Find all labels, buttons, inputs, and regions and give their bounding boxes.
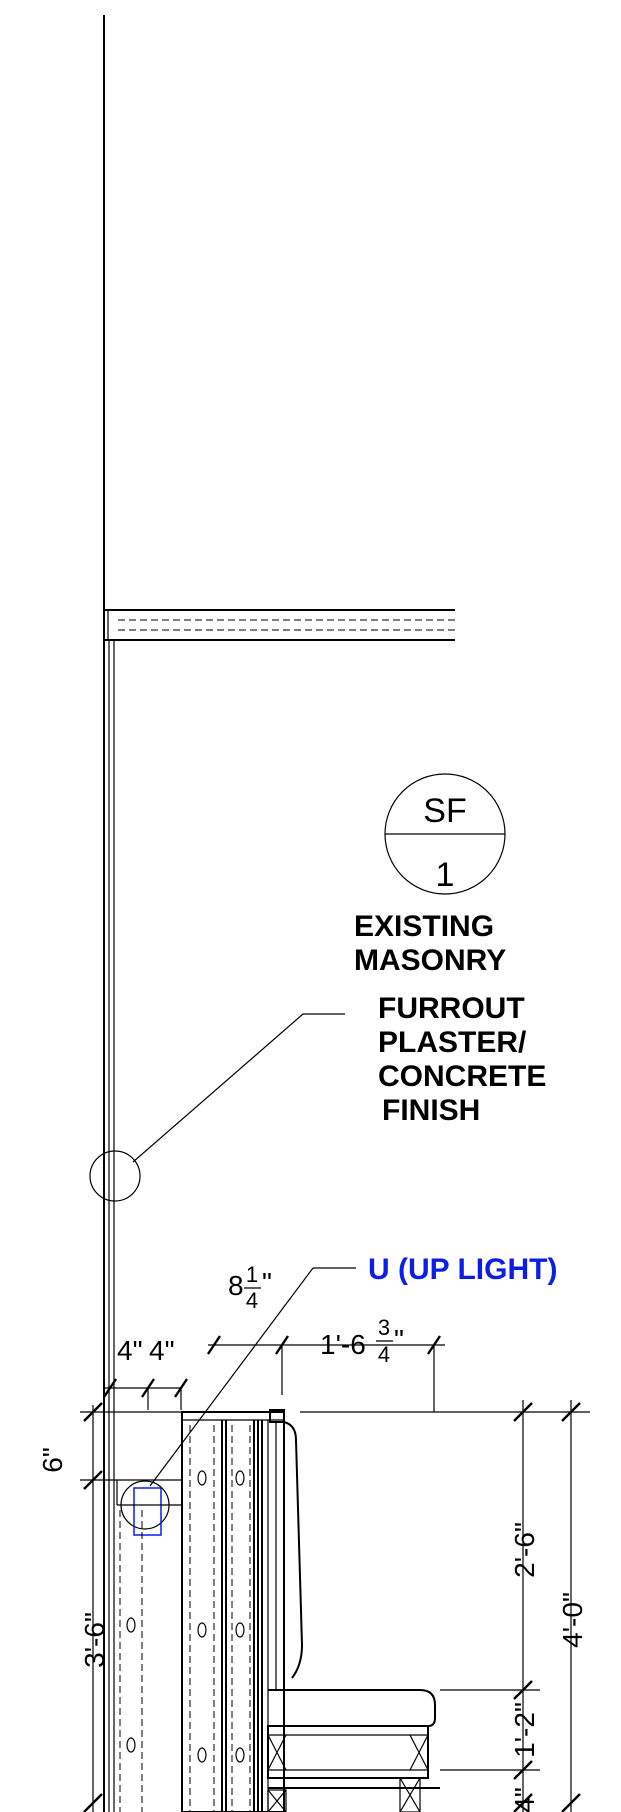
dim-depth-whole: 8 bbox=[228, 1270, 244, 1301]
floor-slab bbox=[104, 609, 455, 641]
detail-circle bbox=[89, 1150, 141, 1202]
seat bbox=[267, 1689, 440, 1812]
uplight-fixture bbox=[133, 1487, 162, 1536]
note-line: CONCRETE bbox=[378, 1060, 546, 1093]
dim-right-40: 4'-0" bbox=[557, 1592, 588, 1648]
wall bbox=[103, 15, 115, 1812]
section-symbol-top: SF bbox=[423, 792, 466, 830]
dim-right: 2'-6" 1'-2" 4" 4'-0" bbox=[300, 1400, 590, 1812]
section-symbol-bottom: 1 bbox=[436, 856, 455, 894]
note-furrout: FURROUT PLASTER/ CONCRETE FINISH bbox=[378, 992, 546, 1127]
note-existing-masonry: EXISTING MASONRY bbox=[354, 910, 506, 977]
dim-seat: 1'-6 3 4 " bbox=[207, 1315, 445, 1412]
dim-seat-unit: " bbox=[394, 1324, 404, 1355]
section-symbol: SF 1 bbox=[384, 773, 506, 895]
dim-depth-num: 1 bbox=[246, 1262, 258, 1287]
dim-top-4b: 4" bbox=[149, 1335, 175, 1366]
dim-top-4: 4" 4" bbox=[103, 1335, 188, 1410]
furrout-leader bbox=[89, 1013, 345, 1202]
dim-seat-whole: 1'-6 bbox=[320, 1329, 366, 1360]
booth-back bbox=[181, 1409, 285, 1812]
dim-depth-den: 4 bbox=[246, 1288, 258, 1313]
dim-right-12: 1'-2" bbox=[509, 1702, 540, 1758]
dim-top-4a: 4" bbox=[117, 1335, 143, 1366]
dim-depth-unit: " bbox=[262, 1267, 272, 1298]
uplight-label: U (UP LIGHT) bbox=[368, 1253, 557, 1286]
uplight-callout: U (UP LIGHT) bbox=[120, 1253, 557, 1536]
dim-left: 6" 3'-6" bbox=[37, 1402, 182, 1812]
back-cushion bbox=[270, 1421, 304, 1690]
note-line: MASONRY bbox=[354, 944, 506, 977]
dim-right-26: 2'-6" bbox=[509, 1522, 540, 1578]
furring bbox=[116, 1479, 182, 1812]
note-line: FINISH bbox=[382, 1094, 480, 1127]
dim-seat-num: 3 bbox=[378, 1315, 390, 1340]
dim-left-6: 6" bbox=[37, 1447, 68, 1473]
note-line: EXISTING bbox=[354, 910, 494, 943]
dim-left-36: 3'-6" bbox=[79, 1612, 110, 1668]
note-line: PLASTER/ bbox=[378, 1026, 527, 1059]
dim-right-4: 4" bbox=[509, 1787, 540, 1812]
dim-seat-den: 4 bbox=[378, 1342, 390, 1367]
dim-depth: 8 1 4 " bbox=[228, 1262, 272, 1313]
note-line: FURROUT bbox=[378, 992, 525, 1025]
